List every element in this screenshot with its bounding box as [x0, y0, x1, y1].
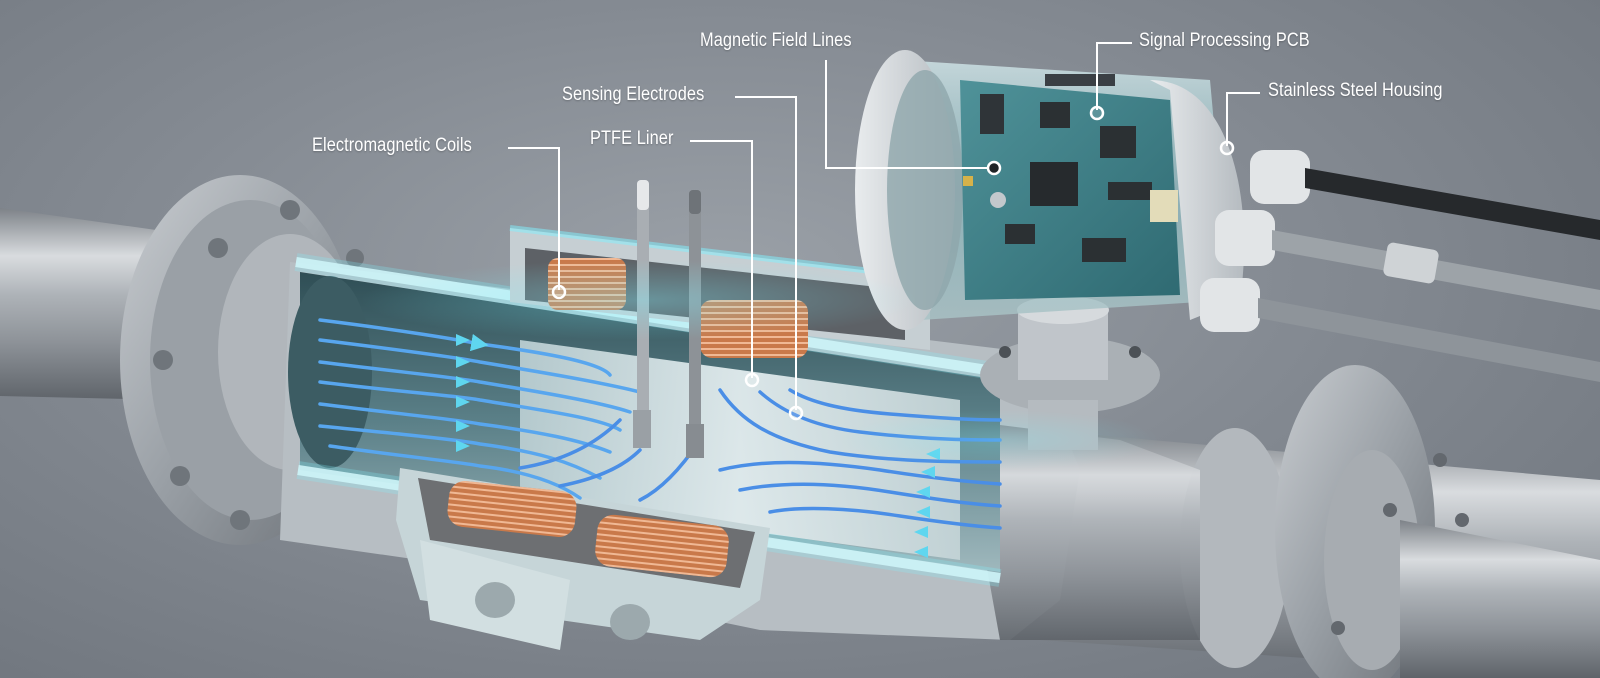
label-ptfe-liner: PTFE Liner	[590, 128, 674, 149]
marker-pcb	[1089, 105, 1105, 121]
lower-coil-assembly	[396, 468, 770, 650]
marker-housing	[1219, 140, 1235, 156]
coil-lower-right	[595, 514, 729, 578]
marker-electrodes	[986, 160, 1002, 176]
marker-ptfe-liner	[744, 372, 760, 388]
cable-grey-lower	[1258, 298, 1600, 382]
cable-black	[1305, 168, 1600, 240]
label-electromagnetic-coils: Electromagnetic Coils	[312, 135, 472, 156]
flow-lines-inlet	[318, 318, 642, 500]
callout-markers	[551, 105, 1235, 421]
cable-coupling	[1383, 242, 1439, 284]
marker-coils	[551, 284, 567, 300]
label-signal-processing-pcb: Signal Processing PCB	[1139, 30, 1310, 51]
flow-arrows-inlet	[456, 334, 470, 452]
label-magnetic-field-lines: Magnetic Field Lines	[700, 30, 852, 51]
cable-glands	[1200, 150, 1600, 382]
label-sensing-electrodes: Sensing Electrodes	[562, 84, 705, 105]
marker-field-lines	[788, 405, 804, 421]
callout-leaders	[508, 42, 1260, 410]
outlet-pipe	[1040, 365, 1600, 678]
label-stainless-steel-housing: Stainless Steel Housing	[1268, 80, 1443, 101]
coil-lower-left	[447, 481, 577, 537]
transmitter-housing	[855, 50, 1245, 330]
